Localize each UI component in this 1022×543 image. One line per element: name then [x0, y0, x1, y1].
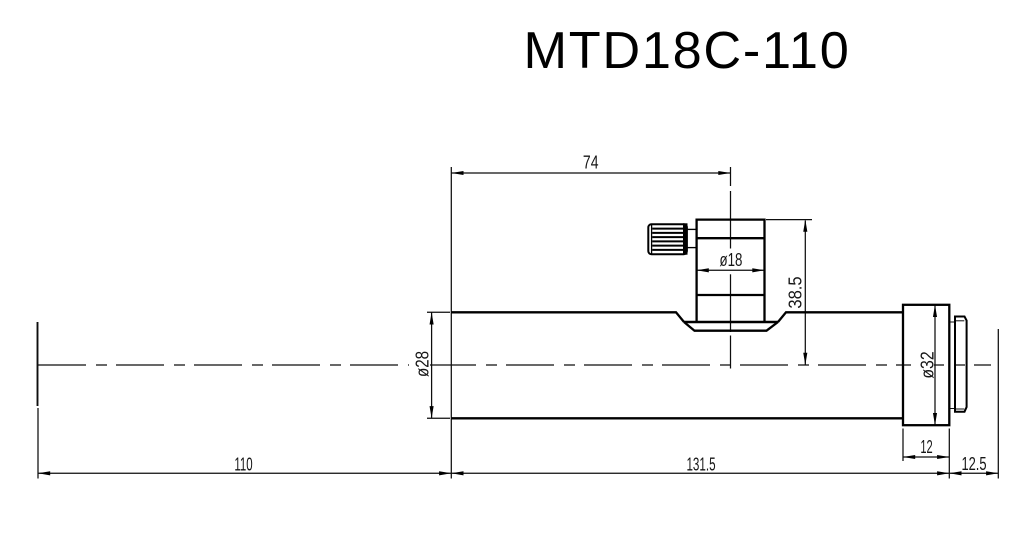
svg-text:131.5: 131.5	[686, 455, 715, 475]
svg-text:38.5: 38.5	[785, 276, 806, 308]
svg-text:74: 74	[583, 153, 599, 173]
svg-text:ø18: ø18	[720, 251, 743, 270]
svg-text:12.5: 12.5	[961, 455, 986, 475]
svg-text:ø32: ø32	[917, 351, 937, 378]
svg-text:110: 110	[234, 455, 252, 475]
svg-text:ø28: ø28	[412, 351, 433, 377]
svg-text:12: 12	[920, 437, 932, 458]
